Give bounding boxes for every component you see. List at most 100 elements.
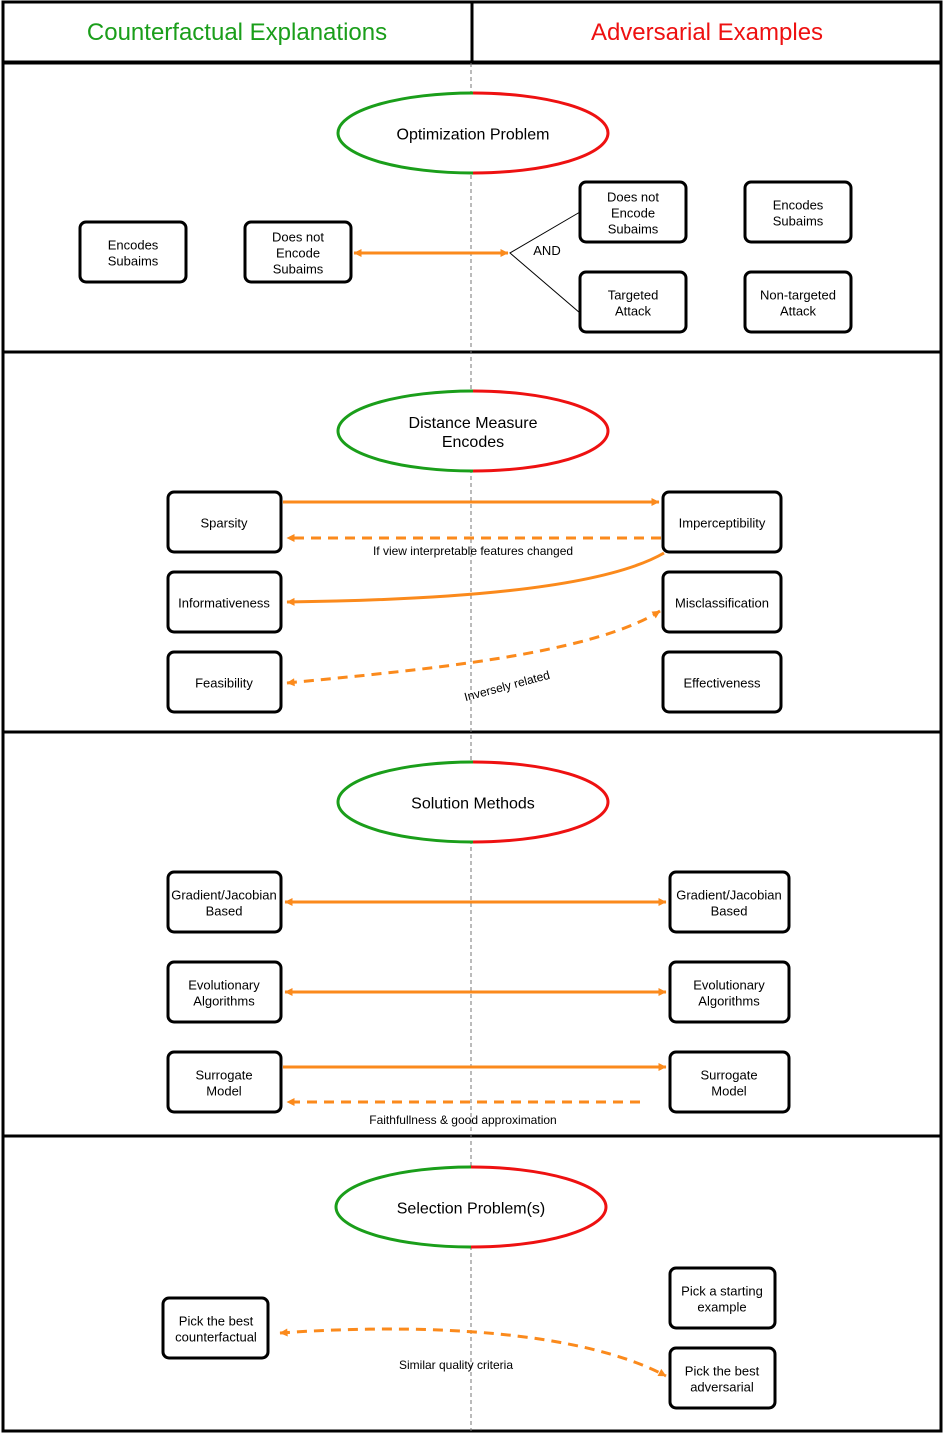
label-line: Subaims: [108, 254, 159, 269]
and-branch-bracket: [509, 211, 581, 314]
label-line: adversarial: [690, 1380, 754, 1395]
label-line: Model: [711, 1084, 747, 1099]
node-label: Optimization Problem: [397, 127, 550, 144]
node-informativeness: Informativeness: [166, 570, 283, 634]
node-label: Imperceptibility: [679, 516, 766, 531]
label-line: Gradient/Jacobian: [676, 888, 782, 903]
label-line: Does not: [272, 230, 324, 245]
node-misclassification: Misclassification: [661, 570, 783, 634]
label-line: Pick the best: [685, 1364, 760, 1379]
label-line: Informativeness: [178, 596, 270, 611]
node-feasibility: Feasibility: [166, 650, 283, 714]
edge-imperceptibility-to-informativeness: [286, 551, 665, 606]
adversarial-title: Adversarial Examples: [591, 19, 823, 46]
node-label: Informativeness: [178, 596, 270, 611]
label-line: Encode: [276, 246, 320, 261]
ellipse-solution-methods: Solution Methods: [336, 760, 610, 844]
label-line: Encode: [611, 206, 655, 221]
label-line: Subaims: [608, 222, 659, 237]
label-line: Attack: [615, 304, 652, 319]
label-line: Evolutionary: [188, 978, 260, 993]
ellipse-optimization: Optimization Problem: [336, 91, 610, 175]
label-line: Gradient/Jacobian: [171, 888, 277, 903]
label-line: Attack: [780, 304, 817, 319]
node-effectiveness: Effectiveness: [661, 650, 783, 714]
label-line: Encodes: [773, 198, 824, 213]
node-label: Solution Methods: [411, 796, 535, 813]
selection-section: [1, 1134, 943, 1433]
ellipse-selection-problems: Selection Problem(s): [334, 1165, 608, 1249]
label-line: Solution Methods: [411, 796, 535, 813]
node-label: Misclassification: [675, 596, 769, 611]
label-line: Based: [711, 904, 748, 919]
label-line: Subaims: [773, 214, 824, 229]
node-label: Selection Problem(s): [397, 1201, 546, 1218]
label-line: Algorithms: [193, 994, 255, 1009]
label-line: Selection Problem(s): [397, 1201, 546, 1218]
label-line: Encodes: [442, 434, 504, 451]
label-line: counterfactual: [175, 1330, 257, 1345]
node-label: Feasibility: [195, 676, 253, 691]
edge-selection-similar-dashed: [279, 1327, 667, 1378]
node-imperceptibility: Imperceptibility: [661, 490, 783, 554]
label-line: Distance Measure: [409, 415, 538, 432]
label-line: Subaims: [273, 262, 324, 277]
label-line: Model: [206, 1084, 242, 1099]
label-line: Imperceptibility: [679, 516, 766, 531]
label-line: Encodes: [108, 238, 159, 253]
label-line: Pick the best: [179, 1314, 254, 1329]
node-label: Effectiveness: [683, 676, 761, 691]
label-line: Feasibility: [195, 676, 253, 691]
counterfactual-title: Counterfactual Explanations: [87, 19, 387, 46]
label-view-interpretable: If view interpretable features changed: [373, 544, 573, 558]
label-line: Based: [206, 904, 243, 919]
label-line: Misclassification: [675, 596, 769, 611]
and-label: AND: [533, 243, 560, 258]
label-line: Targeted: [608, 288, 659, 303]
label-faithfulness: Faithfullness & good approximation: [369, 1113, 556, 1127]
label-line: Effectiveness: [683, 676, 761, 691]
label-line: example: [697, 1300, 746, 1315]
node-sparsity: Sparsity: [166, 490, 283, 554]
label-line: Non-targeted: [760, 288, 836, 303]
node-label: Sparsity: [201, 516, 248, 531]
label-line: Does not: [607, 190, 659, 205]
label-line: Surrogate: [195, 1068, 252, 1083]
edge-feasibility-misclassification-dashed: [286, 609, 661, 687]
label-line: Algorithms: [698, 994, 760, 1009]
label-line: Surrogate: [700, 1068, 757, 1083]
